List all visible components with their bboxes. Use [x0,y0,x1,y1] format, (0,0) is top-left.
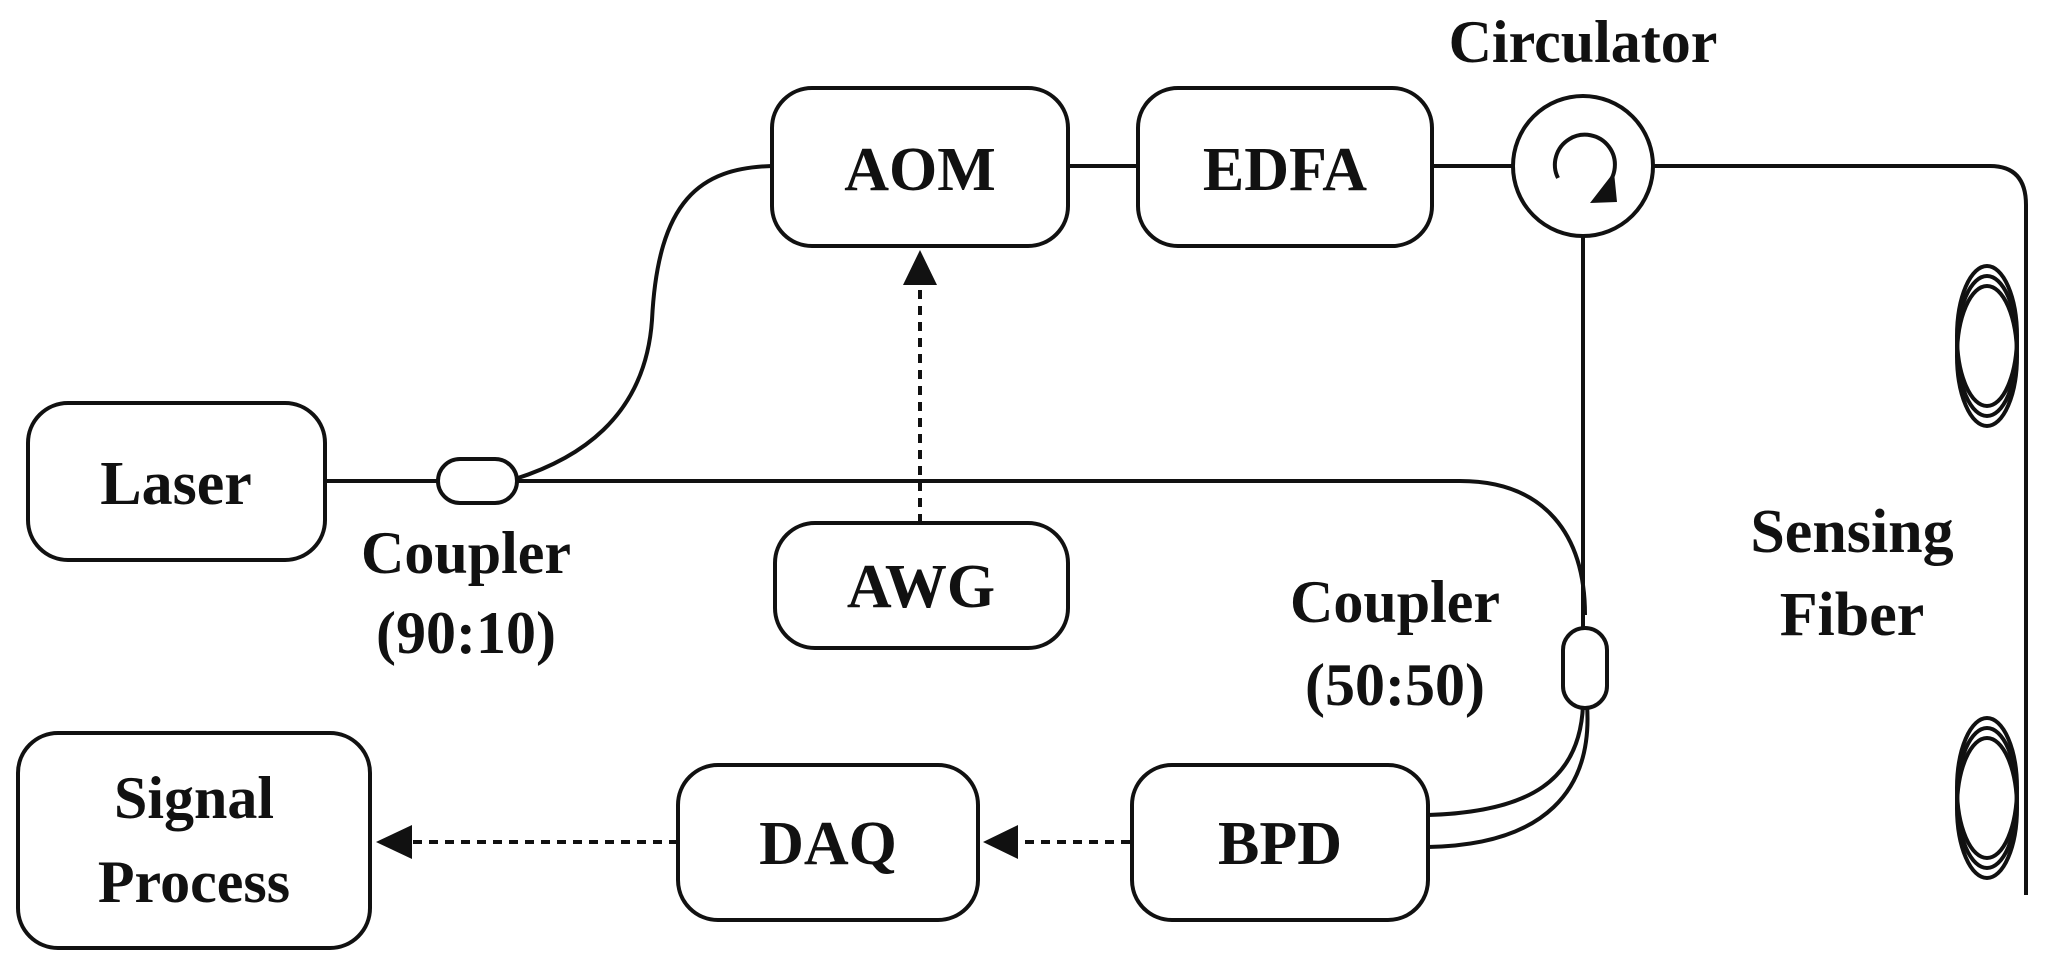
circulator-label: Circulator [1449,9,1718,75]
coupler1-label-line2: (90:10) [376,600,556,666]
sensing-fiber-label-line2: Fiber [1780,581,1925,649]
aom-label: AOM [844,136,996,204]
laser-label: Laser [100,450,252,518]
coupler2-label-line2: (50:50) [1305,652,1485,718]
circulator-arrow-icon [1552,132,1617,189]
edfa-label: EDFA [1203,136,1367,204]
sensing-fiber-label-line1: Sensing [1750,498,1953,566]
signal-process-box: Signal Process [16,731,372,950]
bpd-label: BPD [1218,810,1342,878]
coupler2-label-line1: Coupler [1290,569,1500,635]
fiber-circulator-to-sensing [1652,164,2028,895]
circulator [1511,94,1655,238]
circulator-arrowhead-icon [1590,172,1617,203]
coupler-50-50 [1561,626,1609,710]
aom-box: AOM [770,86,1070,248]
daq-label: DAQ [759,810,897,878]
coupler1-label-line1: Coupler [361,520,571,586]
daq-box: DAQ [676,763,980,922]
fiber-coil-lower [1955,716,2019,880]
fiber-coil-upper [1955,264,2019,428]
awg-box: AWG [773,521,1070,650]
laser-box: Laser [26,401,327,562]
coupler-90-10 [436,457,519,505]
arrowhead-daq-to-processor [376,825,412,859]
fiber-coupler2-to-bpd-b [1427,704,1590,849]
arrowhead-bpd-to-daq [983,825,1018,859]
awg-label: AWG [847,553,995,621]
bpd-box: BPD [1130,763,1430,922]
edfa-box: EDFA [1136,86,1434,248]
signal-process-label-line1: Signal [114,765,274,831]
fiber-coupler-to-aom [514,164,773,481]
fiber-coupler2-to-bpd-a [1427,704,1585,817]
arrowhead-awg-to-aom [903,250,937,285]
signal-process-label-line2: Process [98,849,290,915]
